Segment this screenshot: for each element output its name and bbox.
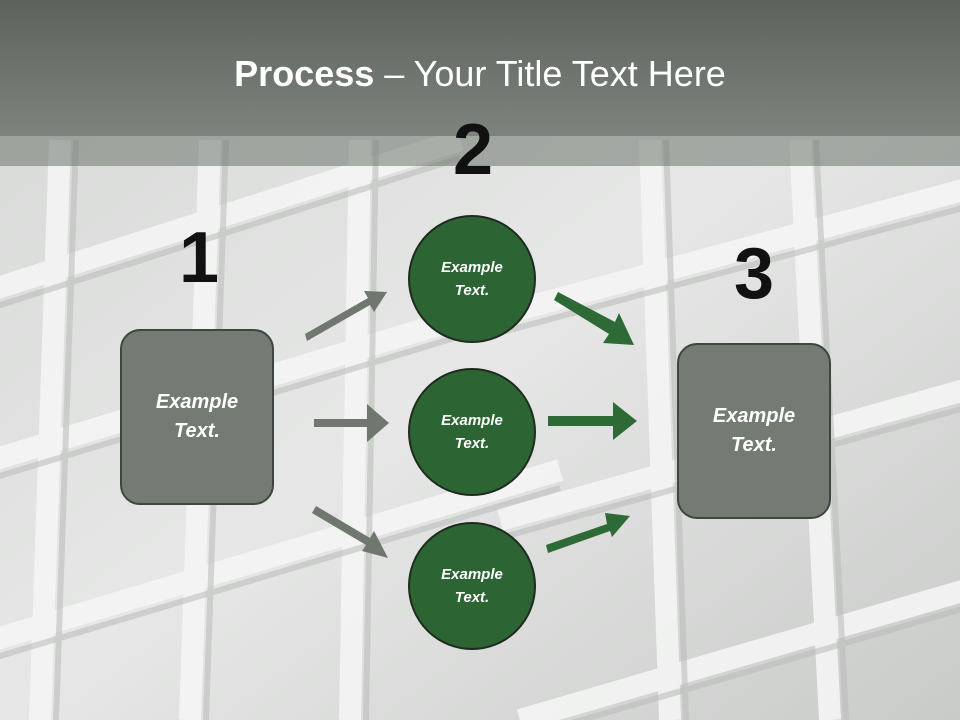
step-3-text: Example Text.: [712, 405, 796, 456]
step-number-1: 1: [178, 218, 220, 298]
arrow-bottom-to-3: [546, 513, 630, 553]
step-3-box: Example Text.: [677, 343, 831, 519]
title-rest: – Your Title Text Here: [374, 53, 726, 94]
arrow-top-to-3: [554, 292, 634, 345]
step-1-box: Example Text.: [120, 329, 274, 505]
slide-title: Process – Your Title Text Here: [0, 52, 960, 96]
step-2-circle-top: Example Text.: [408, 215, 536, 343]
arrow-middle-to-3: [548, 402, 637, 440]
title-bar-shadow: [0, 136, 960, 166]
circle-middle-text: Example Text.: [441, 412, 503, 452]
step-number-2: 2: [452, 110, 494, 190]
circle-bottom-text: Example Text.: [441, 566, 503, 606]
arrow-1-to-top: [305, 291, 387, 341]
arrow-1-to-middle: [314, 404, 389, 442]
title-bar: [0, 0, 960, 136]
arrow-1-to-bottom: [312, 506, 388, 558]
step-2-circle-middle: Example Text.: [408, 368, 536, 496]
circle-top-text: Example Text.: [441, 259, 503, 299]
green-arrows: [546, 292, 637, 553]
step-number-3: 3: [733, 234, 775, 314]
step-2-circle-bottom: Example Text.: [408, 522, 536, 650]
title-bold: Process: [234, 53, 375, 94]
step-1-text: Example Text.: [155, 391, 239, 442]
gray-arrows: [305, 291, 389, 558]
